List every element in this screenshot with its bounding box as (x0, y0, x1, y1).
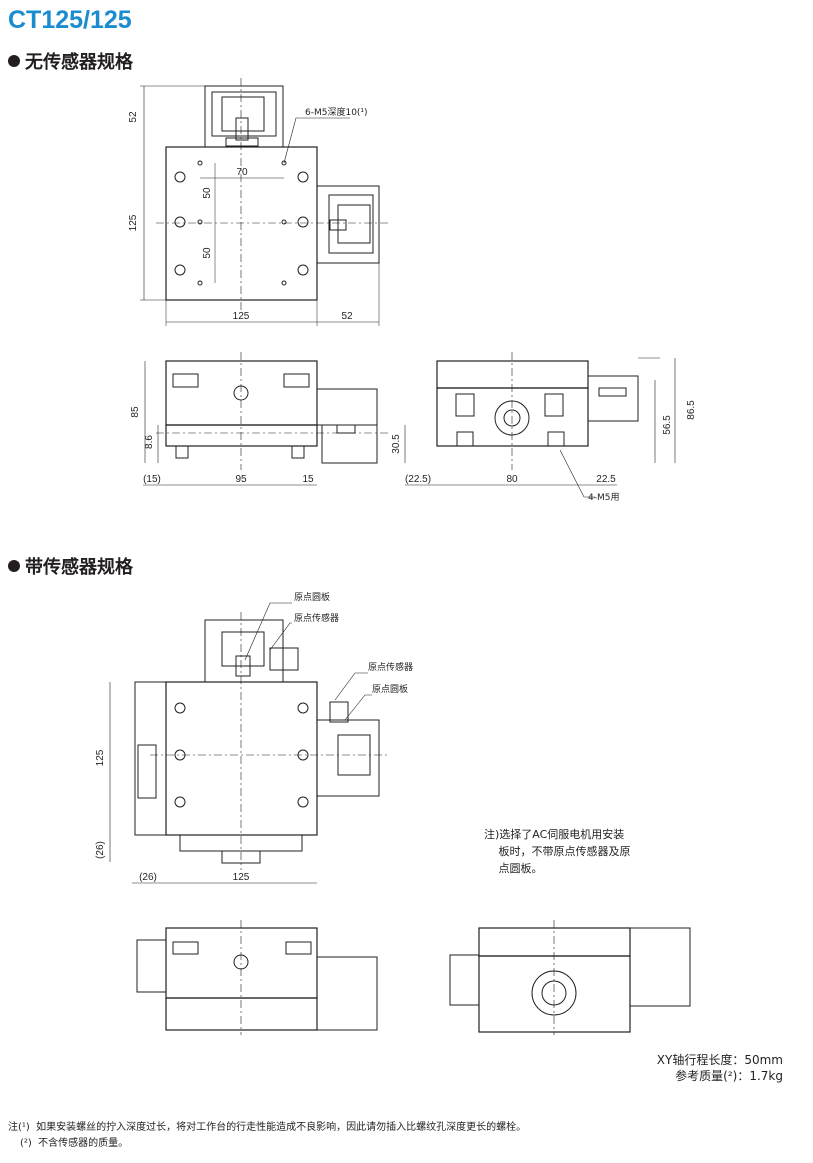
side-view-no-sensor (405, 352, 676, 498)
footnote-1: 注(¹) 如果安装螺丝的拧入深度过长，将对工作台的行走性能造成不良影响，因此请勿… (8, 1118, 526, 1133)
label-origin-sensor-top: 原点传感器 (294, 612, 339, 624)
footnote-2-text: 不含传感器的质量。 (38, 1138, 129, 1149)
callout-6-m5: 6-M5深度10(¹) (305, 106, 368, 118)
dim-95: 95 (235, 474, 247, 485)
dim-85: 85 (130, 406, 141, 418)
callout-4-m5: 4-M5用 (588, 492, 619, 503)
section-heading-with-sensor-label: 带传感器规格 (25, 557, 133, 578)
top-view-no-sensor (140, 78, 390, 326)
side-view-with-sensor (449, 920, 691, 1035)
dim-22-5a: (22.5) (405, 474, 431, 485)
dim-80: 80 (506, 474, 518, 485)
dim-26-bottom: (26) (139, 872, 157, 883)
footnote-1-mark: 注(¹) (8, 1122, 30, 1133)
section-heading-with-sensor: 带传感器规格 (8, 553, 133, 579)
spec-mass: 参考质量(²)：1.7kg (675, 1069, 783, 1083)
dim-125-left: 125 (128, 214, 139, 231)
dim-26-left: (26) (95, 841, 106, 859)
dim-50a: 50 (202, 187, 213, 199)
bullet-icon (8, 55, 20, 67)
dim-15a: (15) (143, 474, 161, 485)
dim-125-left-2: 125 (95, 749, 106, 766)
dim-8-6: 8.6 (144, 435, 155, 449)
dim-56-5: 56.5 (662, 415, 673, 435)
section-heading-no-sensor: 无传感器规格 (8, 48, 133, 74)
product-title: CT125/125 (8, 6, 132, 34)
spec-stroke: XY轴行程长度：50mm (656, 1053, 783, 1067)
front-view-no-sensor (143, 352, 406, 486)
dim-70: 70 (236, 167, 248, 178)
dim-15b: 15 (302, 474, 314, 485)
section-heading-no-sensor-label: 无传感器规格 (25, 52, 133, 73)
dim-52-top: 52 (128, 111, 139, 123)
dim-125-bottom-2: 125 (233, 872, 250, 883)
label-origin-disk-top: 原点圆板 (294, 591, 330, 603)
label-origin-sensor-right: 原点传感器 (368, 661, 413, 673)
footnote-2: (²) 不含传感器的质量。 (20, 1134, 128, 1149)
front-view-with-sensor (136, 920, 378, 1035)
dim-50b: 50 (202, 247, 213, 259)
bullet-icon (8, 560, 20, 572)
ac-servo-note: 注)选择了AC伺服电机用安装 板时，不带原点传感器及原 点圆板。 (484, 828, 631, 875)
footnote-2-mark: (²) (20, 1138, 32, 1149)
dim-86-5: 86.5 (686, 400, 697, 420)
top-view-with-sensor (109, 602, 390, 884)
footnote-1-text: 如果安装螺丝的拧入深度过长，将对工作台的行走性能造成不良影响，因此请勿插入比螺纹… (36, 1122, 527, 1133)
dim-22-5b: 22.5 (596, 474, 616, 485)
dim-125-bottom: 125 (233, 311, 250, 322)
dim-52-bottom: 52 (341, 311, 353, 322)
dim-30-5: 30.5 (391, 434, 402, 454)
label-origin-disk-right: 原点圆板 (372, 683, 408, 695)
dimension-labels: 52 125 70 50 50 125 52 6-M5深度10(¹) 85 8.… (95, 106, 697, 883)
